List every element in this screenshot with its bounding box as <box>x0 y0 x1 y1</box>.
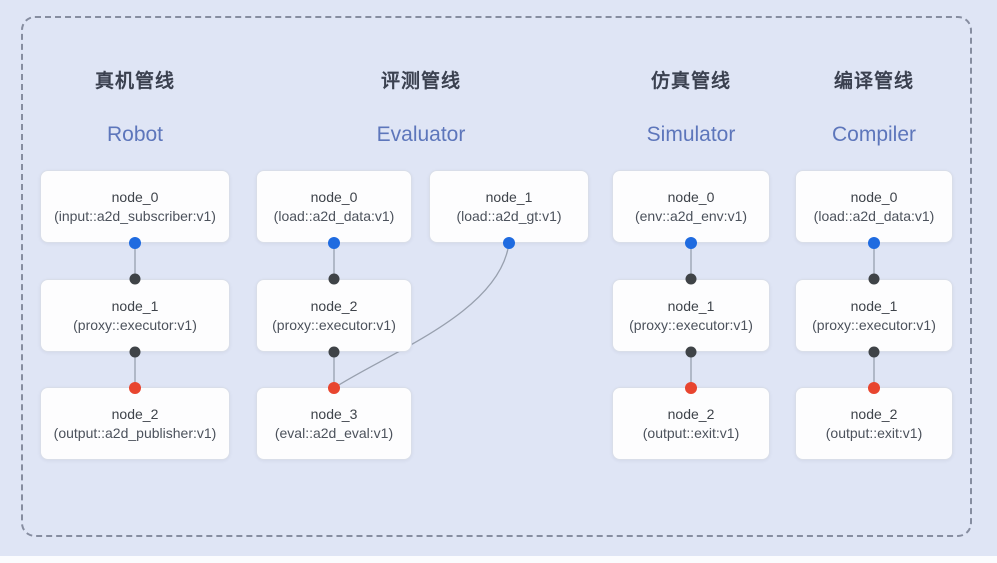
port-output-dot <box>685 346 697 358</box>
node-name: node_0 <box>111 189 159 205</box>
node-name: node_1 <box>111 298 159 314</box>
node-type: (output::exit:v1) <box>642 425 740 441</box>
node-simulator-node1[interactable]: node_1 (proxy::executor:v1) <box>612 279 770 352</box>
node-type: (input::a2d_subscriber:v1) <box>54 208 216 224</box>
node-name: node_2 <box>667 406 715 422</box>
port-input-dot <box>129 382 141 394</box>
header-simulator-en-wrap: Simulator <box>647 123 736 147</box>
port-input-dot <box>685 273 697 285</box>
port-output-dot <box>868 346 880 358</box>
node-name: node_2 <box>310 298 358 314</box>
header-simulator: 仿真管线 <box>651 66 731 93</box>
node-robot-node1[interactable]: node_1 (proxy::executor:v1) <box>40 279 230 352</box>
node-evaluator-node3[interactable]: node_3 (eval::a2d_eval:v1) <box>256 387 412 460</box>
node-type: (output::a2d_publisher:v1) <box>53 425 217 441</box>
node-evaluator-node1[interactable]: node_1 (load::a2d_gt:v1) <box>429 170 589 243</box>
node-name: node_0 <box>850 189 898 205</box>
node-name: node_0 <box>310 189 358 205</box>
node-type: (env::a2d_env:v1) <box>634 208 748 224</box>
node-name: node_0 <box>667 189 715 205</box>
port-output-dot <box>503 237 515 249</box>
node-robot-node2[interactable]: node_2 (output::a2d_publisher:v1) <box>40 387 230 460</box>
node-name: node_3 <box>310 406 358 422</box>
node-type: (eval::a2d_eval:v1) <box>274 425 394 441</box>
header-robot-en-wrap: Robot <box>107 123 163 147</box>
bottom-strip <box>0 556 997 563</box>
port-output-dot <box>685 237 697 249</box>
node-name: node_2 <box>850 406 898 422</box>
port-input-dot <box>868 273 880 285</box>
node-simulator-node0[interactable]: node_0 (env::a2d_env:v1) <box>612 170 770 243</box>
node-name: node_1 <box>485 189 533 205</box>
node-type: (proxy::executor:v1) <box>629 317 753 333</box>
node-simulator-node2[interactable]: node_2 (output::exit:v1) <box>612 387 770 460</box>
node-type: (load::a2d_data:v1) <box>273 208 395 224</box>
node-name: node_1 <box>667 298 715 314</box>
node-evaluator-node0[interactable]: node_0 (load::a2d_data:v1) <box>256 170 412 243</box>
node-type: (output::exit:v1) <box>825 425 923 441</box>
header-evaluator-en: Evaluator <box>376 123 466 146</box>
port-input-dot <box>129 273 141 285</box>
node-robot-node0[interactable]: node_0 (input::a2d_subscriber:v1) <box>40 170 230 243</box>
node-name: node_1 <box>850 298 898 314</box>
header-simulator-zh: 仿真管线 <box>650 71 732 92</box>
header-compiler-en: Compiler <box>831 123 917 146</box>
port-output-dot <box>328 237 340 249</box>
port-output-dot <box>328 346 340 358</box>
node-compiler-node0[interactable]: node_0 (load::a2d_data:v1) <box>795 170 953 243</box>
port-input-dot <box>685 382 697 394</box>
node-compiler-node1[interactable]: node_1 (proxy::executor:v1) <box>795 279 953 352</box>
node-type: (load::a2d_gt:v1) <box>456 208 562 224</box>
header-evaluator-en-wrap: Evaluator <box>377 123 466 147</box>
node-name: node_2 <box>111 406 159 422</box>
header-robot-en: Robot <box>106 123 164 146</box>
header-compiler: 编译管线 <box>834 66 914 93</box>
header-simulator-en: Simulator <box>646 123 736 146</box>
node-type: (proxy::executor:v1) <box>272 317 396 333</box>
port-output-dot <box>868 237 880 249</box>
dashed-frame <box>21 16 972 537</box>
port-input-dot <box>328 382 340 394</box>
port-output-dot <box>129 237 141 249</box>
port-output-dot <box>129 346 141 358</box>
node-type: (proxy::executor:v1) <box>73 317 197 333</box>
header-evaluator-zh: 评测管线 <box>380 71 462 92</box>
header-compiler-en-wrap: Compiler <box>832 123 916 147</box>
node-type: (proxy::executor:v1) <box>812 317 936 333</box>
node-type: (load::a2d_data:v1) <box>813 208 935 224</box>
header-robot-zh: 真机管线 <box>94 71 176 92</box>
header-evaluator: 评测管线 <box>381 66 461 93</box>
node-compiler-node2[interactable]: node_2 (output::exit:v1) <box>795 387 953 460</box>
node-evaluator-node2[interactable]: node_2 (proxy::executor:v1) <box>256 279 412 352</box>
header-robot: 真机管线 <box>95 66 175 93</box>
port-input-dot <box>328 273 340 285</box>
edge-evaluator-n1-n3 <box>333 242 510 389</box>
header-compiler-zh: 编译管线 <box>833 71 915 92</box>
port-input-dot <box>868 382 880 394</box>
